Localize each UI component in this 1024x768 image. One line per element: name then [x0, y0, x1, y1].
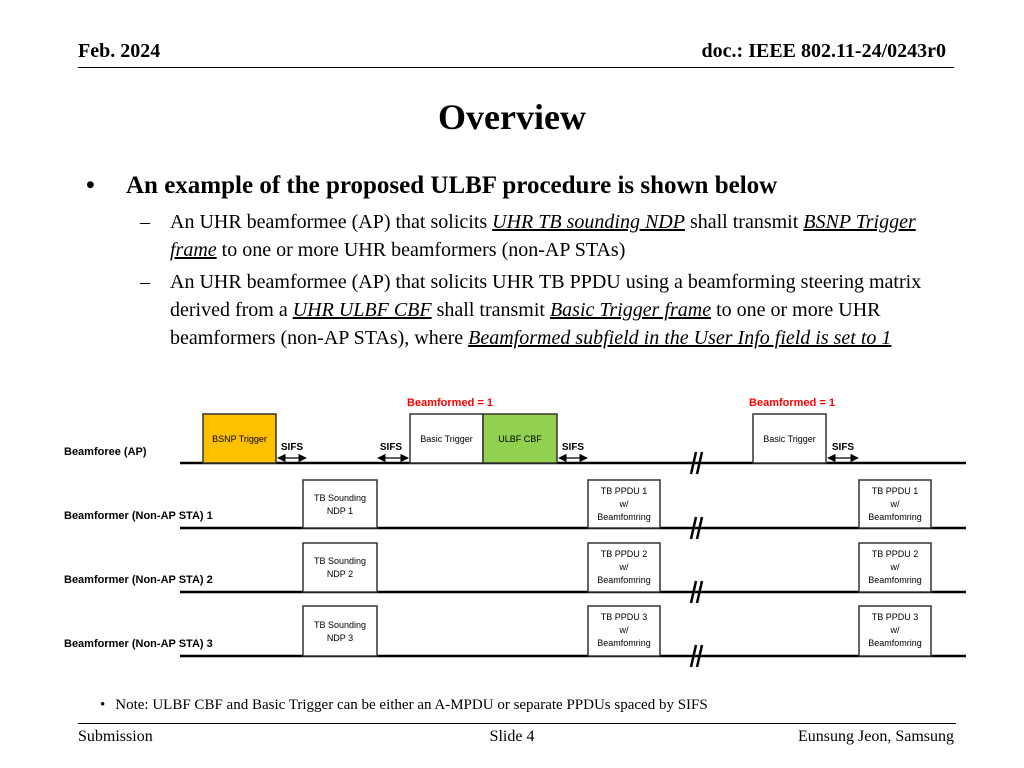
basic-trigger-box-2	[752, 413, 827, 464]
header-date: Feb. 2024	[78, 40, 161, 62]
tb-ppdu-2-a: TB PPDU 2 w/ Beamfomring	[587, 542, 661, 593]
svg-text:TB PPDU 3: TB PPDU 3	[601, 612, 648, 622]
svg-text:TB Sounding: TB Sounding	[314, 556, 366, 566]
sub-bullet-1-text: An UHR beamformee (AP) that solicits UHR…	[170, 211, 916, 261]
svg-text:w/: w/	[890, 562, 900, 572]
sub-bullet-dash: –	[140, 271, 150, 293]
beamformed-label-2: Beamformed = 1	[749, 397, 835, 409]
svg-text:TB PPDU 1: TB PPDU 1	[601, 486, 648, 496]
svg-text:Beamfomring: Beamfomring	[597, 575, 651, 585]
svg-text:w/: w/	[619, 625, 629, 635]
svg-text:w/: w/	[619, 562, 629, 572]
footer-submission: Submission	[78, 728, 153, 745]
tb-sounding-ndp-2: TB Sounding NDP 2	[302, 542, 378, 593]
svg-text:Beamfomring: Beamfomring	[868, 575, 922, 585]
svg-text:TB Sounding: TB Sounding	[314, 493, 366, 503]
svg-text:Beamfomring: Beamfomring	[868, 638, 922, 648]
row-label-sta3: Beamformer (Non-AP STA) 3	[64, 638, 213, 650]
header-doc-id: doc.: IEEE 802.11-24/0243r0	[701, 40, 946, 62]
note-text: Note: ULBF CBF and Basic Trigger can be …	[115, 697, 708, 713]
bsnp-trigger-box	[202, 413, 277, 464]
row-label-sta1: Beamformer (Non-AP STA) 1	[64, 510, 213, 522]
svg-text:NDP 2: NDP 2	[327, 569, 353, 579]
break-mark-sta1	[689, 516, 704, 540]
break-mark-sta2	[689, 580, 704, 604]
svg-text:NDP 1: NDP 1	[327, 506, 353, 516]
beamformed-label-1: Beamformed = 1	[407, 397, 493, 409]
link-uhr-tb-sounding-ndp: UHR TB sounding NDP	[492, 211, 685, 233]
bsnp-trigger-label: BSNP Trigger	[212, 434, 267, 444]
break-mark-sta3	[689, 644, 704, 668]
svg-text:TB PPDU 2: TB PPDU 2	[601, 549, 648, 559]
tb-sounding-ndp-1: TB Sounding NDP 1	[302, 479, 378, 529]
tb-ppdu-1-b: TB PPDU 1 w/ Beamfomring	[858, 479, 932, 529]
sifs-label-3: SIFS	[562, 442, 585, 453]
link-basic-trigger-frame: Basic Trigger frame	[549, 299, 712, 321]
svg-text:NDP 3: NDP 3	[327, 633, 353, 643]
bullet-dot: •	[86, 172, 95, 199]
sifs-label-4: SIFS	[832, 442, 855, 453]
tb-ppdu-3-a: TB PPDU 3 w/ Beamfomring	[587, 605, 661, 657]
svg-text:w/: w/	[619, 499, 629, 509]
tb-ppdu-2-b: TB PPDU 2 w/ Beamfomring	[858, 542, 932, 593]
header-rule	[78, 67, 954, 68]
note-bullet-dot: •	[100, 697, 106, 713]
basic-trigger-label-2: Basic Trigger	[763, 434, 816, 444]
footer-rule	[78, 723, 956, 724]
link-uhr-ulbf-cbf: UHR ULBF CBF	[292, 299, 432, 321]
svg-text:Beamfomring: Beamfomring	[597, 638, 651, 648]
ulbf-cbf-label: ULBF CBF	[498, 434, 542, 444]
basic-trigger-box-1	[409, 413, 484, 464]
sub-bullet-2-text: An UHR beamformee (AP) that solicits UHR…	[170, 271, 922, 349]
svg-text:Beamfomring: Beamfomring	[868, 512, 922, 522]
svg-text:TB PPDU 3: TB PPDU 3	[872, 612, 919, 622]
svg-text:w/: w/	[890, 499, 900, 509]
basic-trigger-label-1: Basic Trigger	[420, 434, 473, 444]
footer-slide-number: Slide 4	[489, 728, 535, 745]
row-label-sta2: Beamformer (Non-AP STA) 2	[64, 574, 213, 586]
ulbf-cbf-box	[482, 413, 558, 464]
main-bullet-text: An example of the proposed ULBF procedur…	[126, 172, 778, 199]
link-bsnp-trigger-frame: BSNP Trigger frame	[170, 211, 916, 261]
link-beamformed-subfield: Beamformed subfield in the User Info fie…	[468, 327, 892, 349]
svg-text:TB PPDU 1: TB PPDU 1	[872, 486, 919, 496]
ulbf-timing-diagram: Beamformed = 1 Beamformed = 1 Beamforee …	[64, 397, 966, 668]
footer-author: Eunsung Jeon, Samsung	[798, 728, 954, 745]
sifs-label-2: SIFS	[380, 442, 403, 453]
break-mark-ap	[689, 451, 704, 475]
sub-bullet-2: – An UHR beamformee (AP) that solicits U…	[140, 268, 940, 352]
sub-bullet-dash: –	[140, 211, 150, 233]
svg-text:w/: w/	[890, 625, 900, 635]
tb-ppdu-1-a: TB PPDU 1 w/ Beamfomring	[587, 479, 661, 529]
svg-text:Beamfomring: Beamfomring	[597, 512, 651, 522]
row-label-ap: Beamforee (AP)	[64, 446, 147, 458]
sub-bullet-1: – An UHR beamformee (AP) that solicits U…	[140, 208, 940, 264]
tb-sounding-ndp-3: TB Sounding NDP 3	[302, 605, 378, 657]
slide-title: Overview	[438, 97, 586, 137]
svg-text:TB PPDU 2: TB PPDU 2	[872, 549, 919, 559]
note: • Note: ULBF CBF and Basic Trigger can be…	[100, 697, 708, 714]
svg-text:TB Sounding: TB Sounding	[314, 620, 366, 630]
tb-ppdu-3-b: TB PPDU 3 w/ Beamfomring	[858, 605, 932, 657]
sifs-label-1: SIFS	[281, 442, 304, 453]
